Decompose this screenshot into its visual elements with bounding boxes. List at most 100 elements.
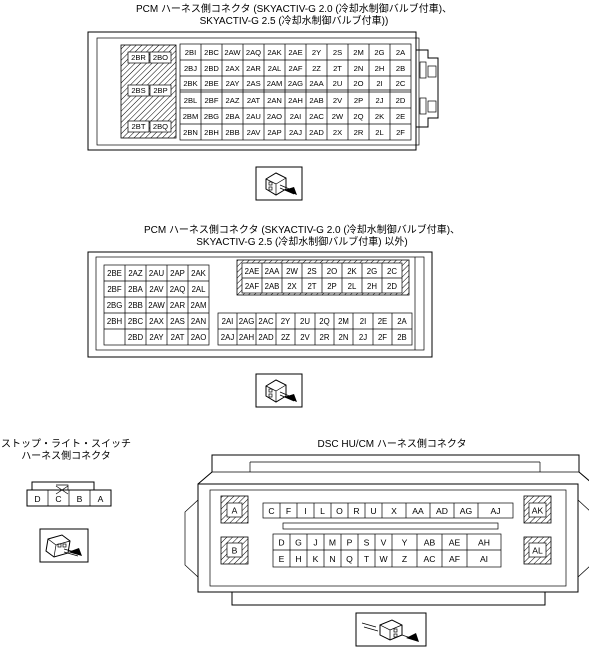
pin: E: [279, 554, 285, 564]
pin: 2AV: [149, 285, 164, 294]
pin-2BP: 2BP: [153, 86, 167, 95]
pin: 2BH: [204, 128, 219, 137]
pin: 2S: [333, 48, 342, 57]
pin: 2BE: [107, 269, 122, 278]
pin: 2AD: [258, 333, 274, 342]
pin: Z: [402, 554, 407, 564]
pin: 2T: [333, 64, 342, 73]
pin: 2L: [348, 282, 357, 291]
pin: 2AP: [170, 269, 185, 278]
pin: 2BI: [185, 48, 196, 57]
pin: 2AK: [267, 48, 281, 57]
pin-B: B: [77, 494, 83, 504]
pin: 2AA: [265, 267, 281, 276]
caption-connector3-line2: ハーネス側コネクタ: [21, 449, 111, 462]
pin: 2BK: [183, 79, 197, 88]
pin: 2AY: [226, 79, 240, 88]
pin: W: [379, 554, 388, 564]
pin: 2AC: [309, 112, 324, 121]
pin: S: [364, 538, 370, 548]
pin: O: [336, 506, 343, 516]
pin: 2Y: [281, 317, 291, 326]
pin-2BR: 2BR: [131, 53, 146, 62]
pin: 2AW: [148, 301, 165, 310]
caption-connector2-line1: PCM ハーネス側コネクタ (SKYACTIV-G 2.0 (冷却水制御バルブ付…: [144, 223, 460, 236]
pin: 2M: [353, 48, 364, 57]
pin: K: [313, 554, 319, 564]
pin: AB: [424, 538, 436, 548]
caption-connector1-line1: PCM ハーネス側コネクタ (SKYACTIV-G 2.0 (冷却水制御バルブ付…: [136, 2, 452, 15]
pin: 2W: [286, 267, 298, 276]
connector2: 2BE 2AZ 2AU 2AP 2AK 2BF 2BA 2AV 2AQ 2AL …: [87, 251, 433, 358]
pin: C: [268, 506, 274, 516]
pin: D: [278, 538, 284, 548]
pin: 2BN: [183, 128, 198, 137]
pin: 2BD: [204, 64, 219, 73]
pin: 2AR: [246, 64, 261, 73]
pin: G: [295, 538, 302, 548]
pin: 2AH: [288, 96, 303, 105]
pin: 2E: [396, 112, 405, 121]
pin: F: [286, 506, 291, 516]
pin: 2BH: [107, 317, 122, 326]
pin: 2AR: [170, 301, 186, 310]
pin: 2A: [397, 317, 407, 326]
pin: 2AG: [288, 79, 303, 88]
pin: 2BF: [107, 285, 122, 294]
pin: 2X: [333, 128, 342, 137]
pin: 2AE: [245, 267, 260, 276]
pin: 2B: [397, 333, 407, 342]
pin-AL: AL: [532, 546, 543, 556]
caption-connector4: DSC HU/CM ハーネス側コネクタ: [317, 437, 466, 450]
pin: 2AL: [192, 285, 207, 294]
pin-A: A: [98, 494, 104, 504]
pin: X: [391, 506, 397, 516]
connector4-top-labels: C F I L O R U X AA AD AG AJ: [268, 506, 500, 516]
pin: 2AX: [225, 64, 239, 73]
pin: AC: [424, 554, 436, 564]
pin: 2AJ: [221, 333, 235, 342]
pin: 2AV: [247, 128, 262, 137]
connector1-grid: [179, 43, 412, 141]
pin-2BS: 2BS: [131, 86, 145, 95]
pin: 2AS: [170, 317, 185, 326]
pin: 2AH: [239, 333, 254, 342]
pin: 2C: [387, 267, 397, 276]
caption-connector2-line2: SKYACTIV-G 2.5 (冷却水制御バルブ付車) 以外): [196, 235, 408, 248]
pin: 2N: [354, 64, 364, 73]
pin: 2AF: [289, 64, 303, 73]
pin: 2AN: [191, 317, 206, 326]
harness-view-icon: [355, 612, 427, 647]
pin: 2AU: [149, 269, 165, 278]
pin: 2AQ: [170, 285, 186, 294]
pin: J: [313, 538, 317, 548]
pin: 2AS: [246, 79, 260, 88]
pin-B: B: [232, 546, 238, 556]
pin: AI: [480, 554, 488, 564]
pin: 2P: [327, 282, 337, 291]
pin: 2K: [347, 267, 357, 276]
pin: 2AG: [239, 317, 255, 326]
pin: 2O: [327, 267, 337, 276]
pin: 2AA: [309, 79, 324, 88]
pin: 2F: [378, 333, 387, 342]
caption-connector1-line2: SKYACTIV-G 2.5 (冷却水制御バルブ付車)): [200, 14, 389, 27]
pin-C: C: [55, 494, 61, 504]
pin: 2K: [375, 112, 384, 121]
pin: 2AM: [190, 301, 206, 310]
pin: 2U: [333, 79, 343, 88]
pin: 2A: [396, 48, 406, 57]
pin: 2BG: [107, 301, 123, 310]
pin: M: [329, 538, 336, 548]
pin: 2BC: [128, 317, 144, 326]
pin: 2AC: [258, 317, 274, 326]
pin: 2I: [376, 79, 382, 88]
connector4-bottom-labels: D G J M P S V Y AB AE AH E H K N Q T W Z…: [278, 538, 490, 565]
pin: AJ: [490, 506, 500, 516]
pin-D: D: [34, 494, 40, 504]
connector2-hatched-labels: 2AE 2AA 2W 2S 2O 2K 2G 2C 2AF 2AB 2X 2T …: [245, 267, 398, 291]
connector4: A B AK AL C F I L O R U X AA: [184, 454, 589, 606]
pin: 2BA: [225, 112, 240, 121]
pin: 2D: [387, 282, 397, 291]
